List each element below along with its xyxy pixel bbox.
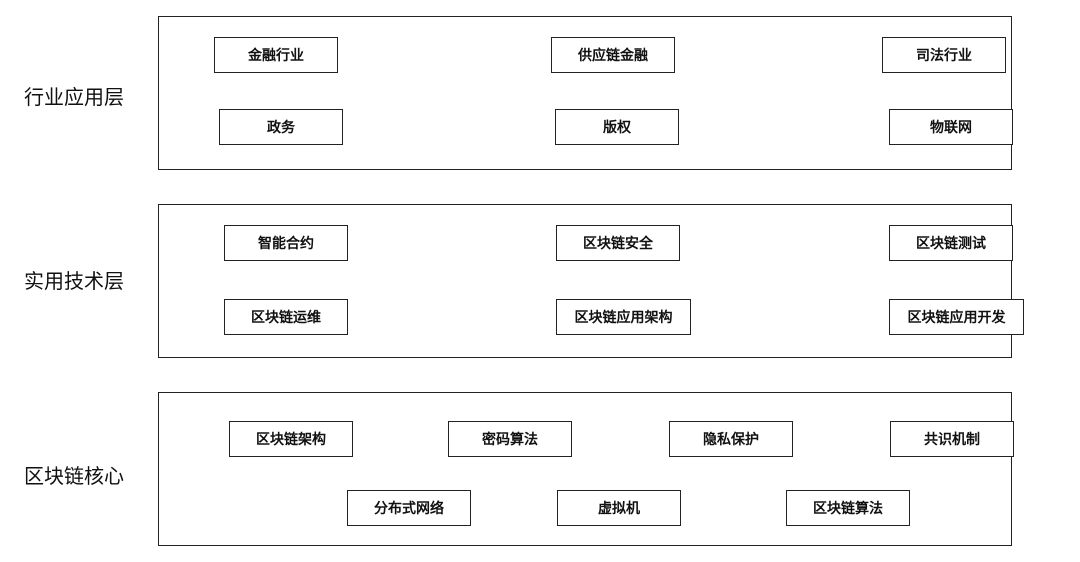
node-blockchain-testing: 区块链测试 — [889, 225, 1013, 261]
layer-label-blockchain-core: 区块链核心 — [24, 464, 124, 488]
node-blockchain-app-development: 区块链应用开发 — [889, 299, 1024, 335]
node-smart-contract: 智能合约 — [224, 225, 348, 261]
node-blockchain-app-architecture: 区块链应用架构 — [556, 299, 691, 335]
node-copyright: 版权 — [555, 109, 679, 145]
node-privacy-protection: 隐私保护 — [669, 421, 793, 457]
node-government: 政务 — [219, 109, 343, 145]
node-blockchain-security: 区块链安全 — [556, 225, 680, 261]
node-consensus-mechanism: 共识机制 — [890, 421, 1014, 457]
layer-box-blockchain-core: 区块链架构 密码算法 隐私保护 共识机制 分布式网络 虚拟机 区块链算法 — [158, 392, 1014, 546]
node-virtual-machine: 虚拟机 — [557, 490, 681, 526]
node-blockchain-algorithms: 区块链算法 — [786, 490, 910, 526]
node-iot: 物联网 — [889, 109, 1013, 145]
layer-box-practical-technology: 智能合约 区块链安全 区块链测试 区块链运维 区块链应用架构 区块链应用开发 — [158, 204, 1024, 358]
node-blockchain-architecture: 区块链架构 — [229, 421, 353, 457]
node-supply-chain-finance: 供应链金融 — [551, 37, 675, 73]
node-distributed-network: 分布式网络 — [347, 490, 471, 526]
node-finance-industry: 金融行业 — [214, 37, 338, 73]
layer-box-industry-application: 金融行业 供应链金融 司法行业 政务 版权 物联网 — [158, 16, 1013, 170]
node-cryptographic-algorithms: 密码算法 — [448, 421, 572, 457]
layer-label-practical-technology: 实用技术层 — [24, 269, 124, 293]
node-blockchain-operations: 区块链运维 — [224, 299, 348, 335]
node-judicial-industry: 司法行业 — [882, 37, 1006, 73]
layer-label-industry-application: 行业应用层 — [24, 85, 124, 109]
